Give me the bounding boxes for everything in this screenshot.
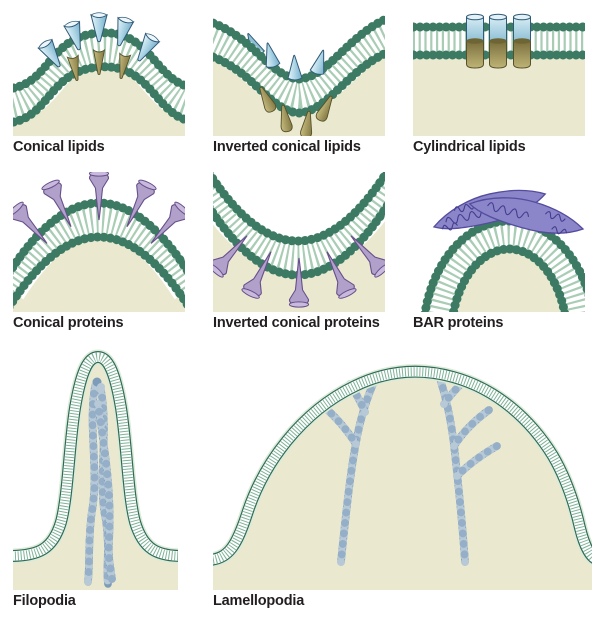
bar-protein-dimer [432, 189, 585, 235]
blue-conical-lipids [37, 12, 161, 68]
panel-label: Inverted conical lipids [213, 139, 361, 155]
panel-inverted-conical-proteins: Inverted conical proteins [213, 172, 385, 331]
conical-lipids-illustration [13, 12, 185, 136]
inverted-conical-lipids-illustration [213, 14, 385, 136]
cylindrical-lipid-group [466, 13, 531, 69]
panel-label: Inverted conical proteins [213, 315, 380, 331]
conical-protein-group [13, 172, 185, 244]
actin-bundle [88, 377, 112, 585]
blue-inverted-conical-lipids [265, 42, 325, 81]
cytoplasm-fill [413, 55, 585, 136]
panel-label: Cylindrical lipids [413, 139, 526, 155]
panel-lamellopodia: Lamellopodia [213, 346, 592, 609]
cytoplasm-fill [213, 53, 385, 136]
olive-trumpet-lipids [259, 86, 333, 136]
panel-filopodia: Filopodia [13, 346, 178, 609]
panel-label: Conical lipids [13, 139, 105, 155]
olive-conical-lipids [66, 48, 132, 82]
panel-inverted-conical-lipids: Inverted conical lipids [213, 8, 385, 155]
panel-label: Lamellopodia [213, 593, 305, 609]
filopodia-illustration [13, 346, 178, 590]
cytoplasm-fill [213, 371, 592, 590]
panel-cylindrical-lipids: Cylindrical lipids [413, 8, 585, 155]
panel-conical-lipids: Conical lipids [13, 8, 185, 155]
inverted-conical-protein-group [213, 235, 385, 308]
cylindrical-lipids-illustration [413, 13, 585, 136]
panel-bar-proteins: BAR proteins [413, 172, 585, 331]
panel-label: Conical proteins [13, 315, 124, 331]
lamellopodia-illustration [213, 346, 592, 590]
panel-label: BAR proteins [413, 315, 504, 331]
bar-proteins-illustration [420, 189, 585, 312]
conical-proteins-illustration [13, 172, 185, 312]
panel-label: Filopodia [13, 593, 76, 609]
panel-conical-proteins: Conical proteins [13, 172, 185, 331]
inverted-conical-proteins-illustration [213, 172, 385, 312]
